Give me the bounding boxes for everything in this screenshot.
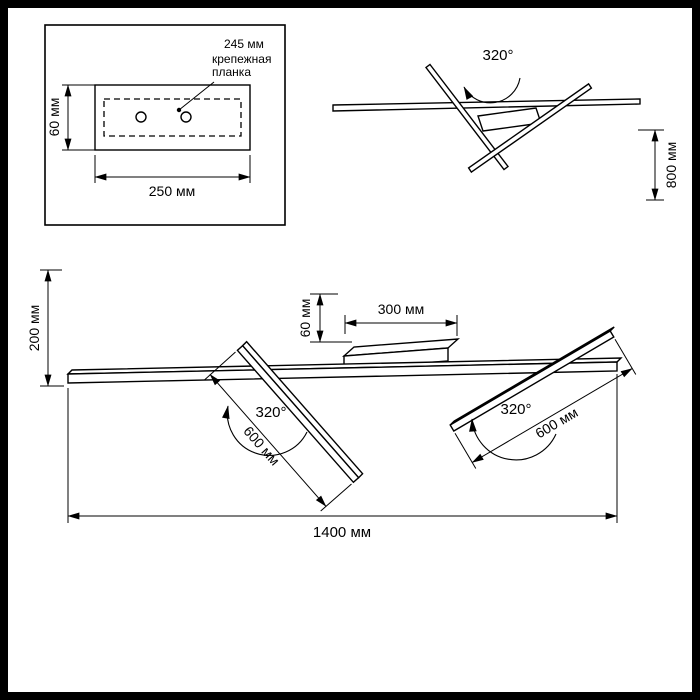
side-right-diagonal-bar	[467, 82, 593, 174]
hole-spacing-label: 245 мм	[224, 37, 264, 51]
side-left-diagonal-bar	[425, 63, 509, 171]
leader-line	[178, 81, 215, 111]
front-height-label: 200 мм	[26, 305, 42, 352]
right-angle-label: 320°	[500, 401, 531, 418]
mounting-plate-label-line1: крепежная	[212, 52, 271, 66]
plate-height-label: 60 мм	[46, 98, 62, 137]
side-angle-label: 320°	[482, 47, 513, 64]
front-view: 200 мм 60 мм 300 мм 320° 600 мм 320° 600…	[26, 269, 637, 541]
left-angle-label: 320°	[255, 404, 286, 421]
fixture-height-label: 800 мм	[663, 142, 679, 189]
plate-dashed-outline	[103, 98, 242, 137]
mounting-plate-label-line2: планка	[212, 65, 251, 79]
canopy-width-label: 300 мм	[378, 301, 425, 317]
angle-arc	[463, 77, 521, 104]
total-length-label: 1400 мм	[313, 524, 371, 541]
plate-width-label: 250 мм	[149, 183, 196, 199]
side-view: 320° 800 мм	[332, 47, 679, 201]
dimension-line-right-bar	[471, 368, 633, 463]
canopy-height-label: 60 мм	[297, 299, 313, 338]
mounting-hole-right	[180, 111, 192, 123]
dimension-line-left-bar	[209, 373, 327, 507]
plate-outline	[94, 84, 251, 151]
mounting-hole-left	[135, 111, 147, 123]
side-canopy-outline	[477, 107, 542, 132]
mounting-plate-detail-inset: 245 мм крепежная планка 60 мм 250 мм	[44, 24, 286, 226]
